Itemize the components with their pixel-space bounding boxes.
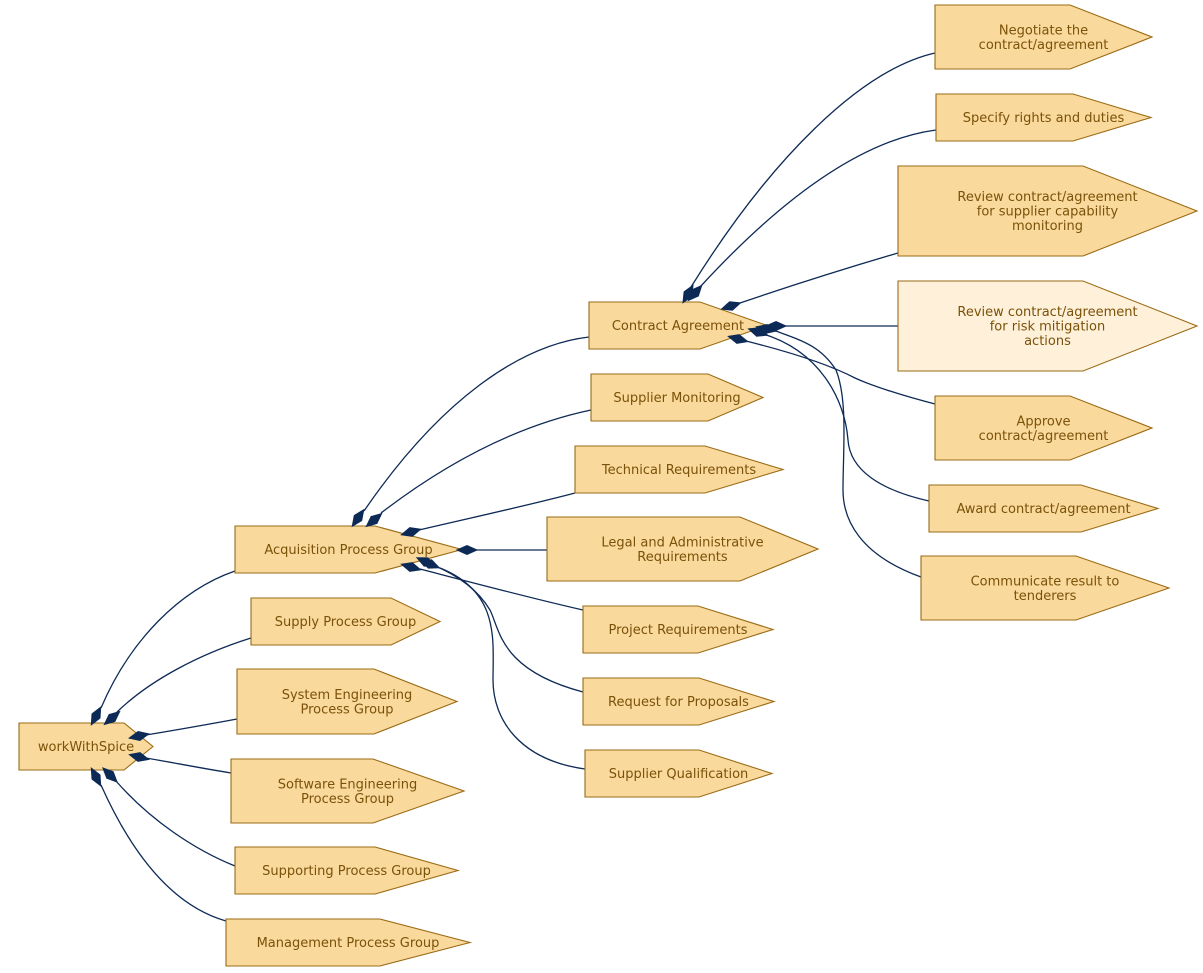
management-process-group-label: Management Process Group bbox=[257, 936, 440, 951]
edge-acquisition-to-child-2 bbox=[380, 409, 592, 514]
composition-diamond-icon bbox=[351, 508, 365, 528]
project-requirements-node[interactable] bbox=[582, 605, 775, 654]
diamonds-layer bbox=[90, 284, 788, 787]
request-for-proposals-label: Request for Proposals bbox=[608, 695, 749, 710]
composition-diamond-icon bbox=[128, 731, 150, 741]
composition-diamond-icon bbox=[90, 706, 102, 726]
specify-rights-and-duties-label: Specify rights and duties bbox=[963, 111, 1125, 126]
composition-diamond-icon bbox=[747, 327, 769, 337]
supply-process-group-node[interactable] bbox=[250, 597, 442, 646]
edge-root-to-group-1 bbox=[100, 570, 236, 709]
composition-diamond-icon bbox=[103, 710, 121, 726]
composition-diamond-icon bbox=[128, 752, 150, 762]
composition-diamond-icon bbox=[400, 527, 422, 537]
award-contract-agreement-label: Award contract/agreement bbox=[956, 502, 1130, 517]
supply-process-group-label: Supply Process Group bbox=[275, 615, 416, 630]
supplier-monitoring-label: Supplier Monitoring bbox=[613, 391, 740, 406]
edge-acquisition-to-child-5 bbox=[419, 568, 584, 611]
supporting-process-group-label: Supporting Process Group bbox=[262, 864, 431, 879]
contract-agreement-label: Contract Agreement bbox=[612, 319, 744, 334]
edge-contract-to-child-5 bbox=[745, 340, 936, 405]
edge-root-to-group-6 bbox=[100, 784, 227, 922]
acquisition-process-group-node[interactable] bbox=[234, 525, 465, 574]
approve-contract-agreement-node[interactable] bbox=[934, 395, 1154, 461]
communicate-result-to-tenderers-node[interactable] bbox=[920, 555, 1171, 621]
composition-diamond-icon bbox=[727, 334, 749, 344]
supplier-qualification-node[interactable] bbox=[584, 749, 774, 798]
acquisition-process-group-label: Acquisition Process Group bbox=[264, 543, 432, 558]
review-contract-agreement-for-risk-mitigation-actions-node[interactable] bbox=[897, 280, 1199, 372]
composition-diamond-icon bbox=[90, 767, 102, 787]
composition-diamond-icon bbox=[687, 284, 703, 302]
request-for-proposals-node[interactable] bbox=[582, 677, 776, 726]
workwithspice-label: workWithSpice bbox=[38, 740, 134, 755]
composition-diamond-icon bbox=[720, 301, 742, 311]
edge-root-to-group-2 bbox=[116, 637, 252, 713]
composition-diamond-icon bbox=[455, 544, 479, 556]
award-contract-agreement-node[interactable] bbox=[928, 484, 1160, 533]
edge-acquisition-to-child-6 bbox=[432, 564, 584, 693]
edge-contract-to-child-2 bbox=[699, 129, 937, 288]
edge-root-to-group-5 bbox=[115, 780, 236, 867]
edge-contract-to-child-6 bbox=[759, 332, 930, 502]
edge-contract-to-child-7 bbox=[772, 329, 922, 578]
edge-root-to-group-4 bbox=[145, 757, 232, 774]
composition-diamond-icon bbox=[400, 562, 422, 572]
edge-root-to-group-3 bbox=[145, 718, 238, 736]
project-requirements-label: Project Requirements bbox=[609, 623, 748, 638]
management-process-group-node[interactable] bbox=[225, 918, 473, 967]
specify-rights-and-duties-node[interactable] bbox=[935, 93, 1153, 142]
supplier-qualification-label: Supplier Qualification bbox=[609, 767, 749, 782]
composition-diamond-icon bbox=[419, 559, 441, 569]
supporting-process-group-node[interactable] bbox=[234, 846, 461, 895]
technical-requirements-label: Technical Requirements bbox=[601, 463, 756, 478]
software-engineering-process-group-node[interactable] bbox=[230, 758, 466, 824]
edge-acquisition-to-child-7 bbox=[439, 567, 586, 770]
system-engineering-process-group-node[interactable] bbox=[236, 668, 459, 735]
edge-acquisition-to-child-3 bbox=[418, 492, 576, 531]
composition-diamond-icon bbox=[365, 512, 383, 528]
technical-requirements-node[interactable] bbox=[574, 445, 785, 494]
legal-and-administrative-requirements-node[interactable] bbox=[546, 516, 820, 582]
negotiate-the-contract-agreement-node[interactable] bbox=[934, 4, 1154, 70]
composition-diamond-icon bbox=[755, 324, 777, 334]
edge-acquisition-to-child-1 bbox=[363, 336, 590, 512]
edge-contract-to-child-3 bbox=[739, 252, 899, 304]
supplier-monitoring-node[interactable] bbox=[590, 373, 765, 422]
edge-contract-to-child-1 bbox=[690, 52, 936, 288]
edges-layer bbox=[100, 52, 937, 922]
composition-diamond-icon bbox=[102, 767, 118, 783]
review-contract-agreement-for-supplier-capability-monitoring-node[interactable] bbox=[897, 165, 1199, 257]
